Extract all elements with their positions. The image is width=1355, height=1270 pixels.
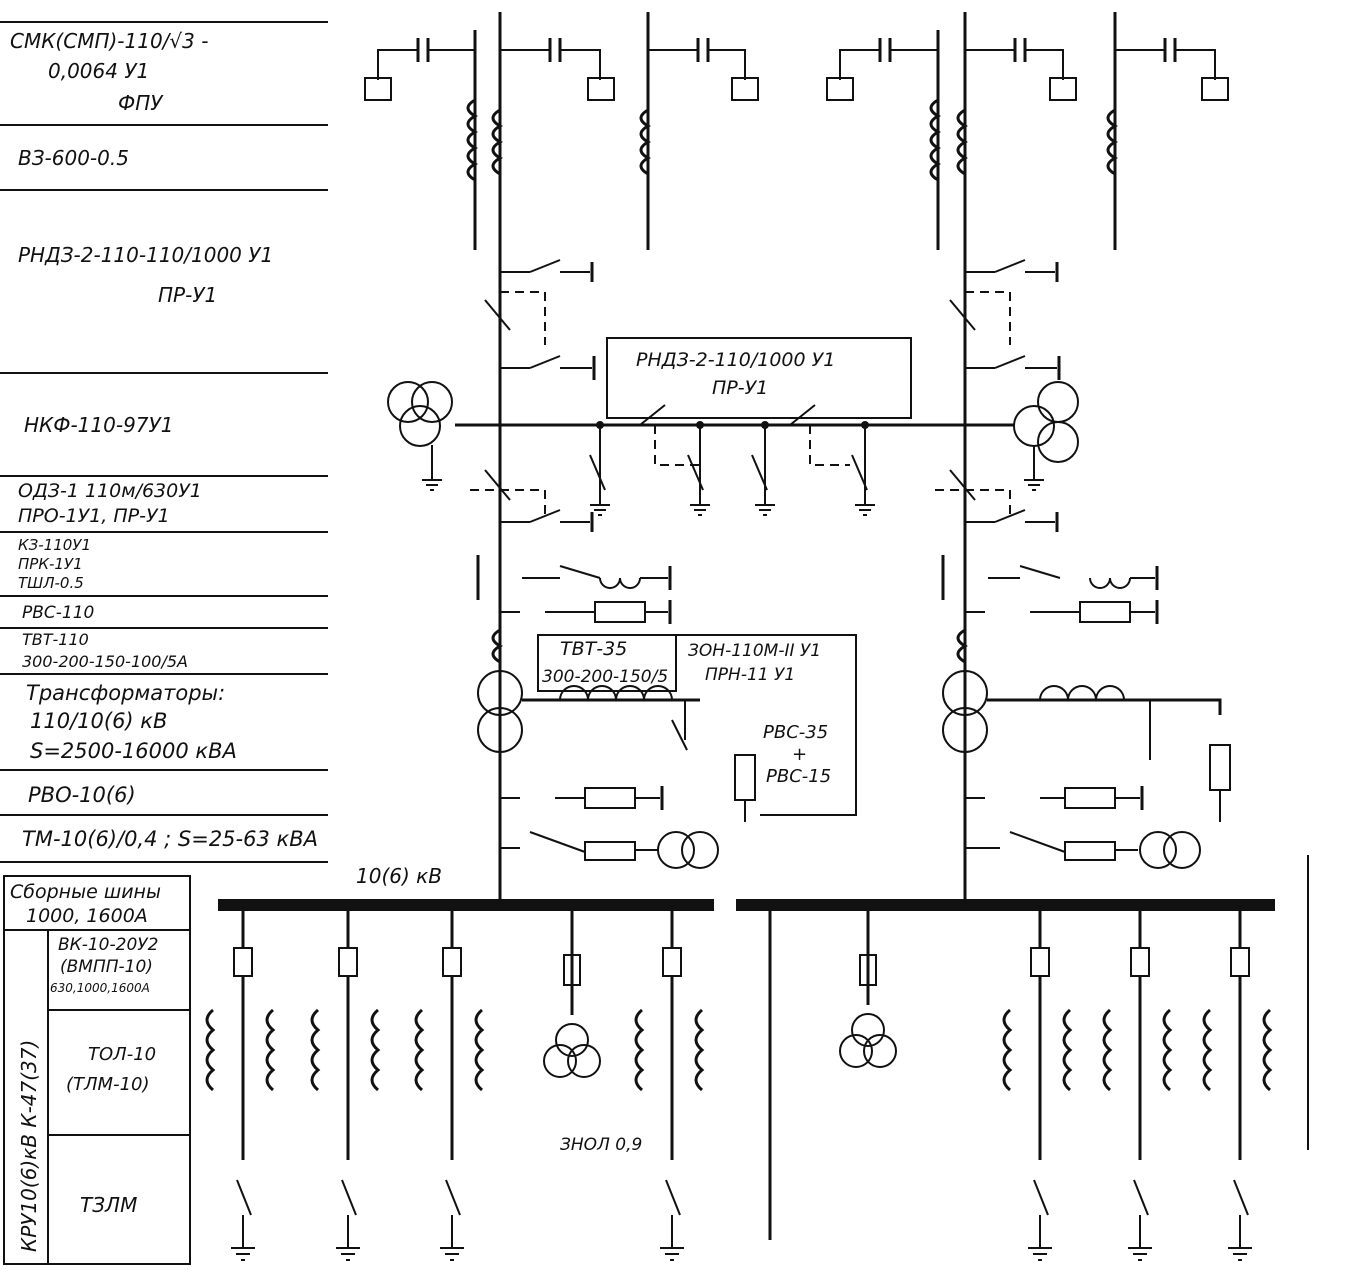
feeder-cell: [310, 905, 381, 1261]
legend-smk-1: СМК(СМП)-110/√3 -: [10, 29, 208, 53]
ground-symbol: [1028, 1247, 1052, 1261]
legend-rvs: РВС-110: [22, 603, 94, 623]
legend-bus-2: 1000, 1600А: [26, 905, 148, 927]
legend-table: СМК(СМП)-110/√3 - 0,0064 У1 ФПУ ВЗ-600-0…: [0, 21, 328, 1265]
rvs35-label-3: РВС-15: [766, 766, 831, 787]
zon-label-1: ЗОН-110М-II У1: [688, 641, 821, 661]
right-transformer-bay: [941, 555, 1231, 869]
legend-tm: ТМ-10(6)/0,4 ; S=25-63 кВА: [22, 827, 318, 851]
legend-kz-1: КЗ-110У1: [18, 536, 91, 554]
feeder-cell: [1002, 905, 1073, 1261]
legend-tol-2: (ТЛМ-10): [66, 1074, 150, 1095]
legend-smk-2: 0,0064 У1: [48, 59, 149, 83]
ground-symbol: [660, 1247, 684, 1261]
legend-rndz-1: РНДЗ-2-110-110/1000 У1: [18, 243, 273, 267]
feeder-cells: [205, 905, 1273, 1261]
legend-rndz-2: ПР-У1: [158, 283, 217, 307]
legend-tvt-1: ТВТ-110: [22, 630, 89, 649]
kru-label: КРУ10(6)кВ К-47(37): [17, 1040, 41, 1252]
legend-vk-3: 630,1000,1600А: [50, 981, 150, 995]
znol-voltage-transformer: [839, 905, 897, 1068]
voltage-label: 10(6) кВ: [356, 864, 442, 888]
legend-vk-1: ВК-10-20У2: [58, 935, 158, 955]
legend-trans-1: Трансформаторы:: [26, 681, 225, 705]
legend-tvt-2: 300-200-150-100/5А: [22, 652, 188, 671]
ground-symbols: [422, 479, 1044, 516]
bridge-section: РНДЗ-2-110/1000 У1 ПР-У1: [455, 337, 1015, 505]
legend-trans-3: S=2500-16000 кВА: [30, 739, 237, 763]
legend-rvo: РВО-10(6): [28, 783, 136, 807]
zon-label-2: ПРН-11 У1: [705, 665, 795, 685]
left-transformer-bay: ТВТ-35 300-200-150/5 ЗОН-110М-II У1 ПРН-…: [476, 555, 857, 869]
tvt35-label-2: 300-200-150/5: [542, 667, 668, 687]
voltage-transformers-110: [387, 381, 1079, 480]
legend-nkf: НКФ-110-97У1: [24, 413, 173, 437]
feeder-cell: [634, 905, 705, 1261]
legend-trans-2: 110/10(6) кВ: [30, 709, 167, 733]
ground-symbol: [1128, 1247, 1152, 1261]
ground-symbol: [1228, 1247, 1252, 1261]
ground-symbol: [440, 1247, 464, 1261]
tvt35-label-1: ТВТ-35: [560, 638, 627, 660]
legend-tzlm: ТЗЛМ: [80, 1193, 137, 1217]
legend-kz-3: ТШЛ-0.5: [18, 574, 84, 592]
feeder-cell: [1102, 905, 1173, 1261]
znol-voltage-transformer: [543, 905, 601, 1078]
legend-bus-1: Сборные шины: [10, 881, 161, 903]
legend-odz-1: ОДЗ-1 110м/630У1: [18, 480, 202, 502]
lv-bus: 10(6) кВ ЗНОЛ 0,9: [218, 855, 1309, 1155]
ground-symbol: [336, 1247, 360, 1261]
bridge-label-2: ПР-У1: [712, 377, 768, 399]
legend-kz-2: ПРК-1У1: [18, 555, 83, 573]
legend-odz-2: ПРО-1У1, ПР-У1: [18, 505, 170, 527]
ground-symbol: [231, 1247, 255, 1261]
feeder-cell: [205, 905, 276, 1261]
legend-vk-2: (ВМПП-10): [60, 957, 153, 977]
legend-smk-3: ФПУ: [118, 91, 164, 115]
bridge-label-1: РНДЗ-2-110/1000 У1: [636, 349, 835, 371]
hv-switchgear: [470, 259, 1061, 532]
legend-tol-1: ТОЛ-10: [88, 1044, 156, 1065]
rvs35-label-2: +: [792, 744, 807, 765]
znol-label: ЗНОЛ 0,9: [560, 1135, 642, 1155]
feeder-cell: [1202, 905, 1273, 1261]
feeder-cell: [414, 905, 485, 1261]
rvs35-label-1: РВС-35: [763, 722, 828, 743]
legend-vz: ВЗ-600-0.5: [18, 146, 129, 170]
